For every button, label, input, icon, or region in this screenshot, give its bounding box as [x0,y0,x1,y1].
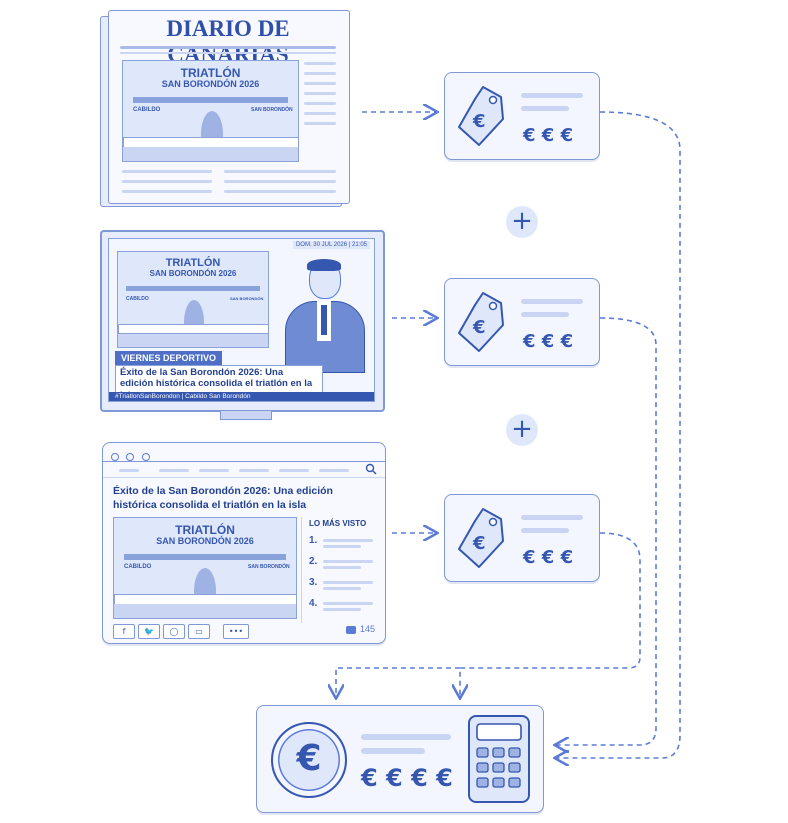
total-price-value: € € € € [361,764,453,792]
total-card: € € € € € [256,705,544,813]
web-banner-cabildo: CABILDO [124,564,152,570]
more-button[interactable]: ••• [223,624,249,639]
euro-tag-icon: € [458,86,504,146]
web-sidebar-item-4[interactable]: 4. [309,598,318,609]
twitter-icon[interactable]: 🐦 [138,624,160,639]
web-sidebar-item-2[interactable]: 2. [309,556,318,567]
newspaper-hero-title-1: TRIATLÓN [180,66,241,80]
web-sidebar-item-1[interactable]: 1. [309,535,318,546]
tv-banner-cabildo: CABILDO [126,296,149,302]
svg-text:€: € [472,533,486,554]
facebook-icon[interactable]: f [113,624,135,639]
svg-text:€: € [472,111,486,132]
arrow-tag2-to-total [556,317,657,745]
price-tag-1-value: € € € [523,125,574,146]
price-tag-3-value: € € € [523,547,574,568]
tv-hero-image: TRIATLÓN SAN BORONDÓN 2026 CABILDO SAN B… [117,251,269,348]
tv-hero-title-1: TRIATLÓN [165,257,221,269]
svg-text:€: € [472,317,486,338]
tv-presenter [281,259,367,373]
web-headline[interactable]: Éxito de la San Borondón 2026: Una edici… [113,485,333,511]
web-hero-title-1: TRIATLÓN [175,523,235,537]
web-article: Éxito de la San Borondón 2026: Una edici… [102,442,386,644]
newspaper-banner-borondon: SAN BORONDÓN [251,107,293,113]
euro-tag-icon: € [458,292,504,352]
plus-sign-2: + [506,414,538,446]
newspaper-banner-cabildo: CABILDO [133,107,161,113]
calculator-icon [468,715,530,803]
whatsapp-icon[interactable]: ◯ [163,624,185,639]
price-card-newspaper: € € € € [444,72,600,160]
browser-dots [111,448,150,466]
messenger-icon[interactable]: ▭ [188,624,210,639]
tv-section-label: VIERNES DEPORTIVO [115,351,223,365]
arrow-tag3-to-total-b [336,667,460,697]
web-hero-title-2: SAN BORONDÓN 2026 [156,535,254,546]
price-card-tv: € € € € [444,278,600,366]
tv-broadcast: DOM. 30 JUL 2026 | 21:05 TRIATLÓN SAN BO… [100,230,385,420]
plus-sign-1: + [506,206,538,238]
newspaper: DIARIO DE CANARIAS TRIATLÓN SAN BORONDÓN… [100,10,350,207]
tv-timestamp: DOM. 30 JUL 2026 | 21:05 [292,241,370,249]
newspaper-hero-image: TRIATLÓN SAN BORONDÓN 2026 CABILDO SAN B… [122,60,299,162]
euro-tag-icon: € [458,508,504,568]
comment-count: 145 [360,624,376,634]
euro-coin-icon: € [271,722,347,798]
web-sidebar-item-3[interactable]: 3. [309,577,318,588]
arrow-tag1-to-total [556,111,681,758]
tv-ticker: #TriatlonSanBorondon | Cabildo San Boron… [109,392,374,401]
total-euro-symbol: € [296,738,322,779]
price-card-web: € € € € [444,494,600,582]
search-icon[interactable] [365,463,377,475]
price-tag-2-value: € € € [523,331,574,352]
tv-hero-title-2: SAN BORONDÓN 2026 [149,268,237,278]
comment-icon[interactable] [346,626,356,634]
newspaper-hero-title-2: SAN BORONDÓN 2026 [161,78,260,89]
web-sidebar-title: LO MÁS VISTO [309,519,367,528]
web-banner-borondon: SAN BORONDÓN [248,564,290,570]
web-hero-image: TRIATLÓN SAN BORONDÓN 2026 CABILDO SAN B… [113,517,297,619]
tv-banner-borondon: SAN BORONDÓN [230,296,264,301]
